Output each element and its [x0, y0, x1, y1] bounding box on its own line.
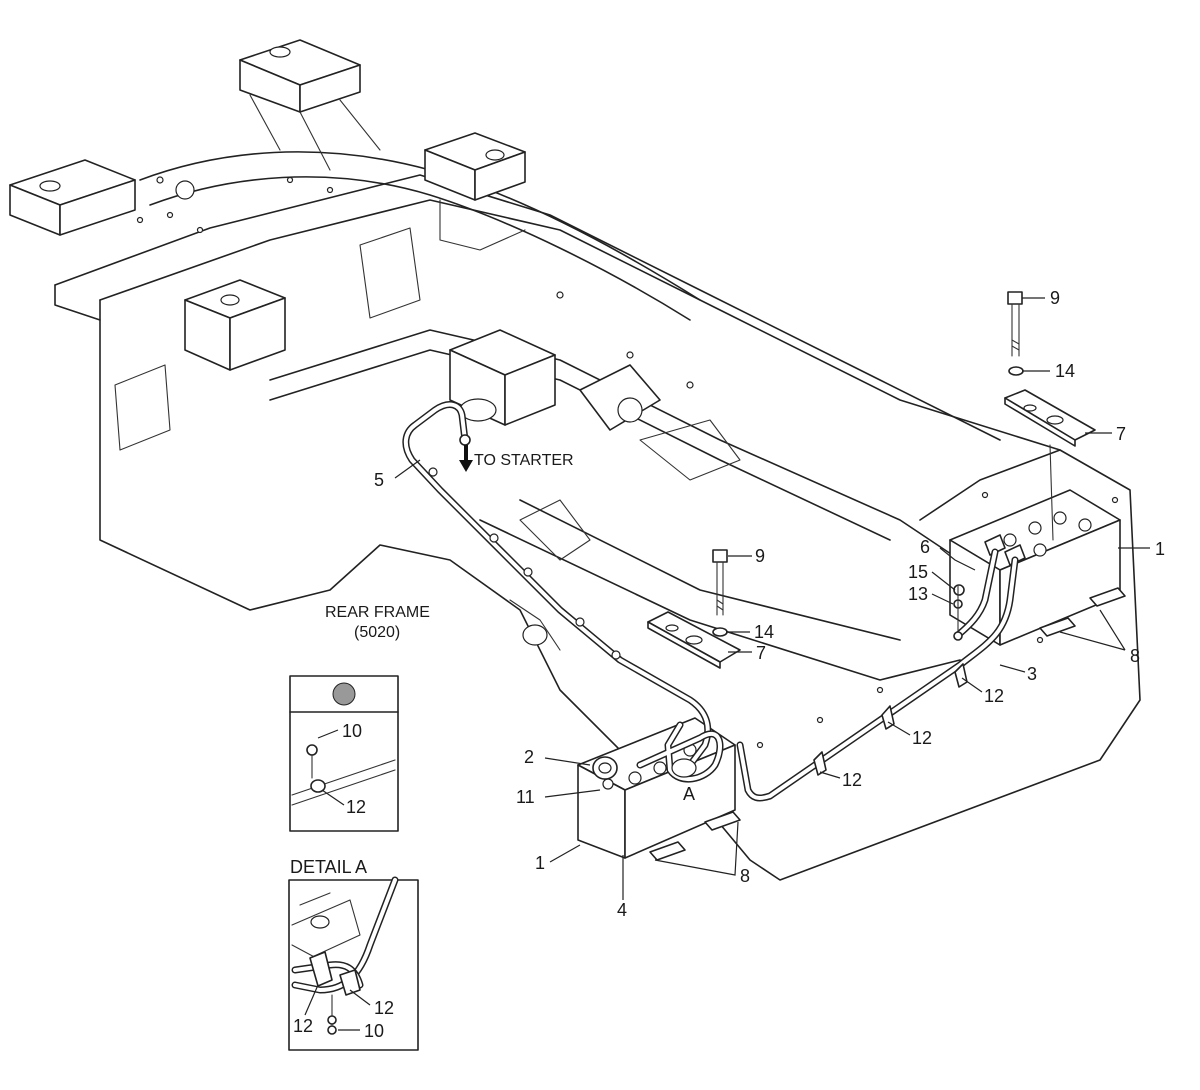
callout-12-a: 12	[984, 686, 1004, 706]
rear-frame	[9, 39, 1141, 881]
callout-14-top: 14	[1055, 361, 1075, 381]
callout-15: 15	[908, 562, 928, 582]
to-starter-arrow	[459, 445, 473, 472]
callout-12-detail-right: 12	[374, 998, 394, 1018]
frame-bolts	[136, 176, 1119, 749]
hardware-13-15	[953, 584, 965, 641]
cable-3-battery-link	[736, 548, 1019, 802]
callout-9-top: 9	[1050, 288, 1060, 308]
callout-9-mid: 9	[755, 546, 765, 566]
detail-a-marker: A	[683, 784, 695, 804]
callout-12-detail-left: 12	[293, 1016, 313, 1036]
leader-lines	[394, 297, 1150, 900]
callout-5: 5	[374, 470, 384, 490]
callout-14-mid: 14	[754, 622, 774, 642]
callout-1-right: 1	[1155, 539, 1165, 559]
hardware-top-right	[1004, 291, 1096, 541]
cable-4-jumper	[636, 721, 724, 783]
callout-11: 11	[516, 787, 535, 807]
callout-12-inset: 12	[346, 797, 366, 817]
inset-clip-detail	[289, 675, 399, 832]
callout-1-left: 1	[535, 853, 545, 873]
cable-5-to-starter	[402, 401, 712, 769]
callout-12-b: 12	[912, 728, 932, 748]
callout-7-mid: 7	[756, 643, 766, 663]
callout-3: 3	[1027, 664, 1037, 684]
callout-12-c: 12	[842, 770, 862, 790]
detail-a-box	[288, 876, 419, 1051]
rear-frame-label: REAR FRAME	[325, 604, 430, 621]
callout-10-detail: 10	[364, 1021, 384, 1041]
callout-2: 2	[524, 747, 534, 767]
to-starter-label: TO STARTER	[474, 452, 574, 469]
callout-10-inset: 10	[342, 721, 362, 741]
callout-4: 4	[617, 900, 627, 920]
rear-frame-number: (5020)	[354, 624, 400, 641]
callout-8-left: 8	[740, 866, 750, 886]
hardware-middle	[647, 549, 741, 669]
callout-13: 13	[908, 584, 928, 604]
callout-6: 6	[920, 537, 930, 557]
callout-7-top: 7	[1116, 424, 1126, 444]
callout-8-right: 8	[1130, 646, 1140, 666]
detail-a-title: DETAIL A	[290, 857, 367, 877]
